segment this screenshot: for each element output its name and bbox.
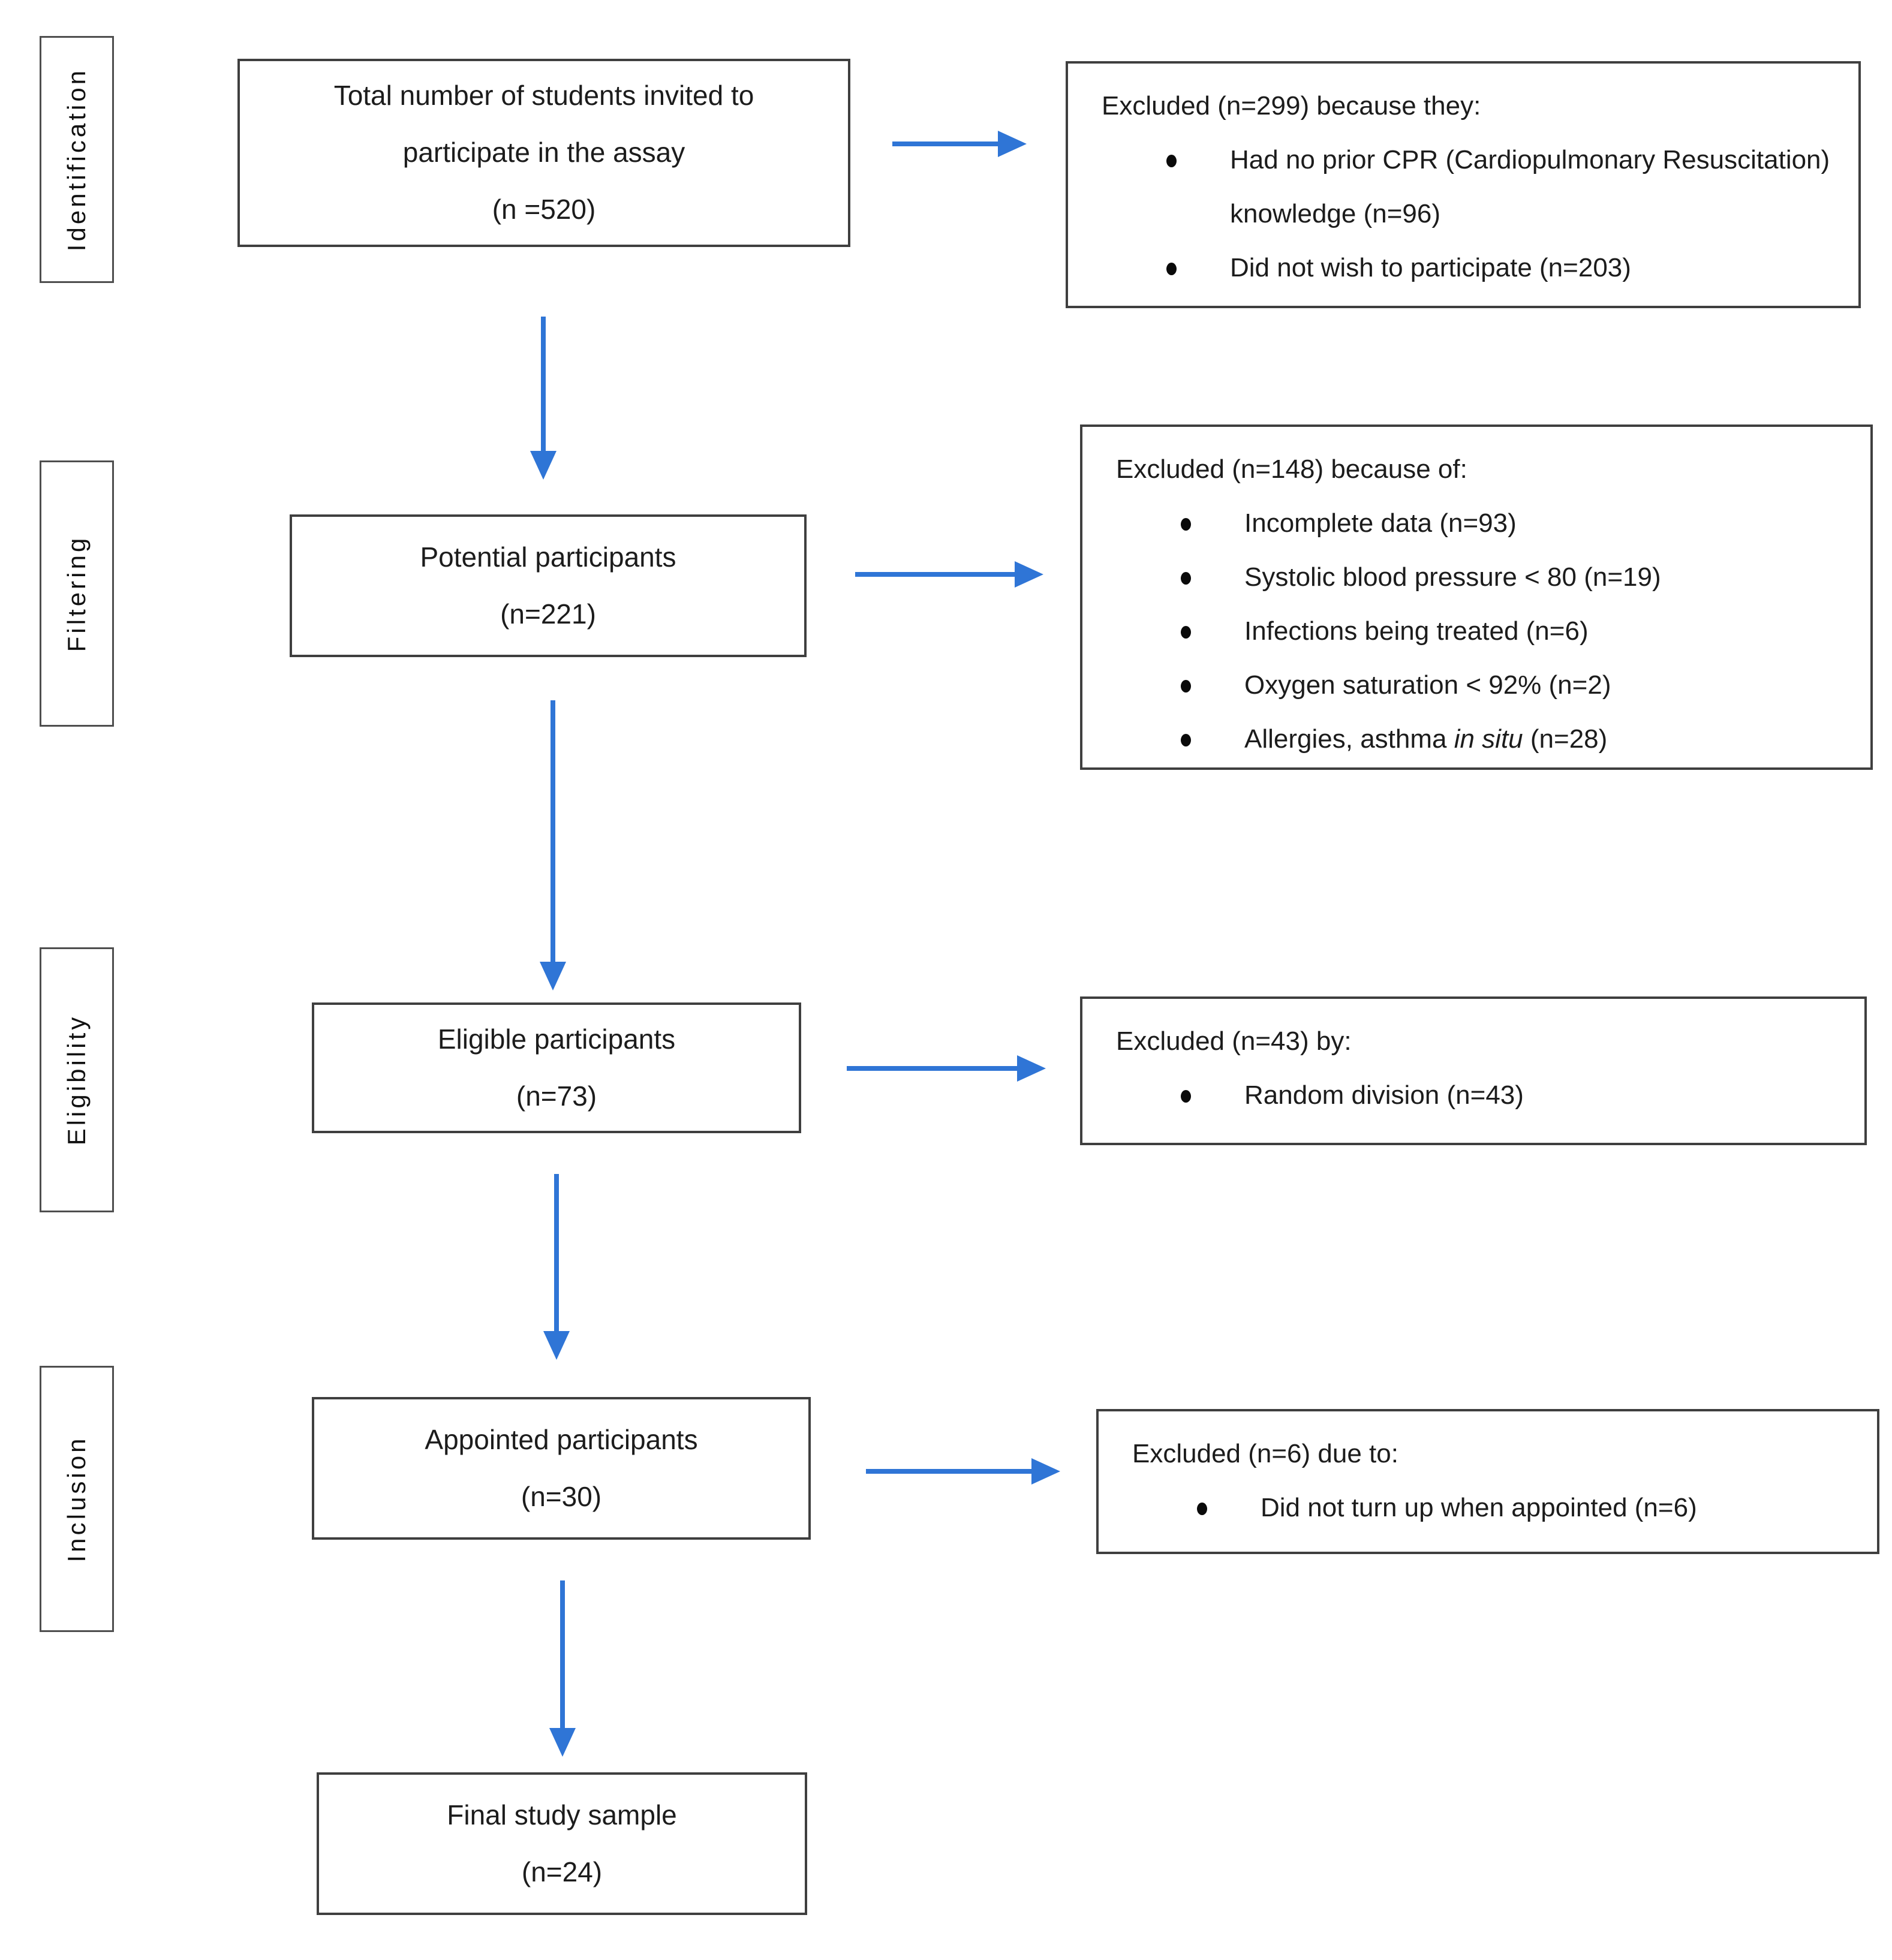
flow-arrow-right-1 (892, 131, 1027, 157)
box-count: (n=73) (516, 1080, 597, 1112)
main-box-final-study-sample: Final study sample (n=24) (317, 1772, 807, 1915)
exclusion-bullet: Allergies, asthma in situ (n=28) (1116, 712, 1852, 766)
bullet-dot-icon (1181, 572, 1191, 585)
exclusion-header: Excluded (n=299) because they: (1102, 91, 1481, 121)
bullet-text-pre: Allergies, asthma (1244, 724, 1454, 754)
flow-arrow-down-1 (530, 317, 557, 480)
exclusion-bullet: Had no prior CPR (Cardiopulmonary Resusc… (1102, 133, 1840, 241)
exclusion-box-filtering: Excluded (n=148) because of: Incomplete … (1080, 424, 1873, 770)
stage-label-text: Eligibility (62, 1014, 91, 1146)
main-box-appointed-participants: Appointed participants (n=30) (312, 1397, 811, 1540)
exclusion-header: Excluded (n=148) because of: (1116, 454, 1467, 484)
box-text-line: participate in the assay (402, 137, 685, 168)
bullet-dot-icon (1166, 155, 1177, 167)
bullet-text: Systolic blood pressure < 80 (n=19) (1244, 562, 1661, 592)
flow-arrow-down-3 (543, 1174, 570, 1360)
exclusion-box-identification: Excluded (n=299) because they: Had no pr… (1066, 61, 1861, 308)
stage-label-text: Inclusion (62, 1435, 91, 1562)
exclusion-bullet: Oxygen saturation < 92% (n=2) (1116, 658, 1852, 712)
exclusion-bullet: Systolic blood pressure < 80 (n=19) (1116, 550, 1852, 604)
main-box-potential-participants: Potential participants (n=221) (290, 514, 807, 657)
box-count: (n=221) (500, 598, 596, 630)
flow-arrow-right-2 (855, 561, 1043, 588)
flow-arrow-right-4 (866, 1458, 1060, 1485)
box-text-line: Potential participants (420, 541, 676, 573)
flow-arrow-right-3 (847, 1055, 1046, 1082)
exclusion-bullet: Did not wish to participate (n=203) (1102, 241, 1840, 295)
bullet-text: Incomplete data (n=93) (1244, 508, 1517, 538)
bullet-dot-icon (1181, 1090, 1191, 1103)
bullet-text: Allergies, asthma in situ (n=28) (1244, 712, 1852, 766)
box-text-line: Total number of students invited to (333, 80, 754, 111)
box-text-line: Appointed participants (425, 1424, 698, 1455)
exclusion-header: Excluded (n=6) due to: (1132, 1439, 1398, 1468)
bullet-dot-icon (1181, 734, 1191, 746)
main-box-invited-students: Total number of students invited to part… (237, 59, 850, 247)
box-text-line: Final study sample (447, 1799, 677, 1830)
exclusion-bullet: Incomplete data (n=93) (1116, 496, 1852, 550)
exclusion-box-inclusion: Excluded (n=6) due to: Did not turn up w… (1096, 1409, 1879, 1554)
exclusion-header: Excluded (n=43) by: (1116, 1026, 1352, 1056)
bullet-text: Infections being treated (n=6) (1244, 616, 1589, 646)
box-count: (n=30) (521, 1481, 602, 1512)
bullet-text: Did not turn up when appointed (n=6) (1261, 1493, 1697, 1522)
bullet-dot-icon (1181, 626, 1191, 639)
exclusion-box-eligibility: Excluded (n=43) by: Random division (n=4… (1080, 996, 1867, 1145)
box-count: (n=24) (521, 1856, 603, 1887)
bullet-text: Had no prior CPR (Cardiopulmonary Resusc… (1230, 145, 1830, 228)
flow-arrow-down-4 (549, 1580, 576, 1757)
bullet-text-post: (n=28) (1523, 724, 1608, 754)
bullet-dot-icon (1197, 1503, 1207, 1515)
exclusion-bullet: Infections being treated (n=6) (1116, 604, 1852, 658)
bullet-text-italic: in situ (1454, 724, 1523, 754)
stage-label-filtering: Filtering (40, 460, 114, 727)
stage-label-inclusion: Inclusion (40, 1366, 114, 1632)
bullet-dot-icon (1181, 680, 1191, 693)
box-count: (n =520) (492, 194, 596, 225)
bullet-text: Random division (n=43) (1244, 1080, 1524, 1110)
exclusion-bullet: Did not turn up when appointed (n=6) (1132, 1481, 1859, 1535)
box-text-line: Eligible participants (437, 1023, 676, 1055)
stage-label-eligibility: Eligibility (40, 947, 114, 1212)
bullet-text: Oxygen saturation < 92% (n=2) (1244, 670, 1611, 700)
flow-arrow-down-2 (540, 700, 566, 990)
bullet-text: Did not wish to participate (n=203) (1230, 253, 1631, 282)
main-box-eligible-participants: Eligible participants (n=73) (312, 1002, 801, 1133)
bullet-dot-icon (1181, 518, 1191, 531)
stage-label-text: Identification (62, 67, 91, 252)
exclusion-bullet: Random division (n=43) (1116, 1068, 1846, 1122)
stage-label-text: Filtering (62, 535, 91, 652)
bullet-dot-icon (1166, 263, 1177, 275)
stage-label-identification: Identification (40, 36, 114, 283)
